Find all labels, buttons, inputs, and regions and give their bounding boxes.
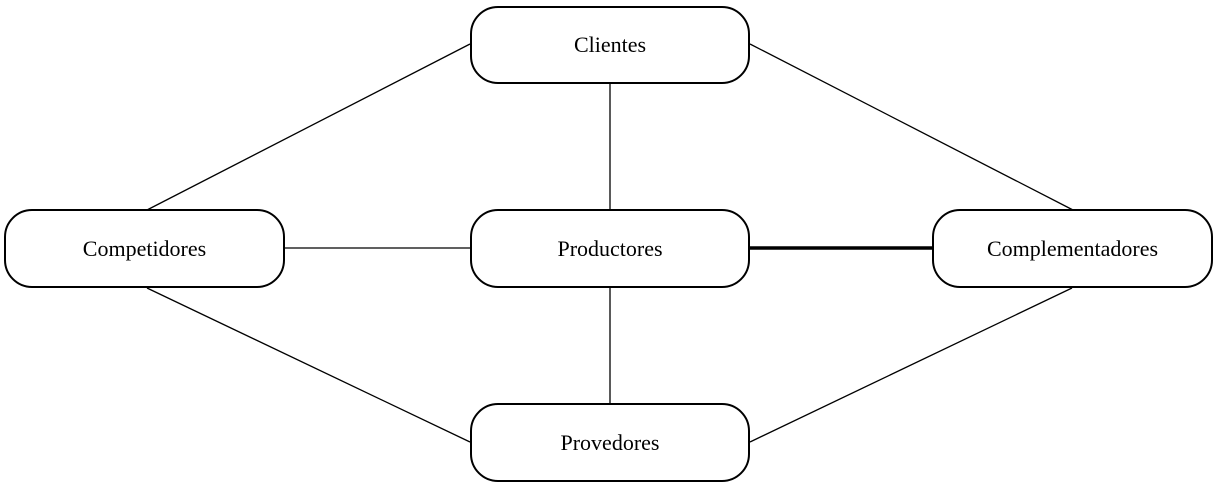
node-label-complementadores: Complementadores	[986, 235, 1159, 261]
edge-complementadores-provedores	[749, 287, 1073, 443]
node-label-provedores: Provedores	[560, 429, 660, 455]
node-provedores: Provedores	[470, 403, 750, 482]
node-label-competidores: Competidores	[82, 235, 207, 261]
edge-clientes-complementadores	[749, 43, 1074, 211]
node-label-productores: Productores	[557, 235, 663, 261]
node-clientes: Clientes	[470, 6, 750, 84]
edge-competidores-provedores	[146, 287, 471, 443]
node-competidores: Competidores	[4, 209, 285, 288]
edge-clientes-competidores	[146, 43, 471, 211]
node-complementadores: Complementadores	[932, 209, 1213, 288]
node-label-clientes: Clientes	[573, 32, 647, 57]
node-productores: Productores	[470, 209, 750, 288]
